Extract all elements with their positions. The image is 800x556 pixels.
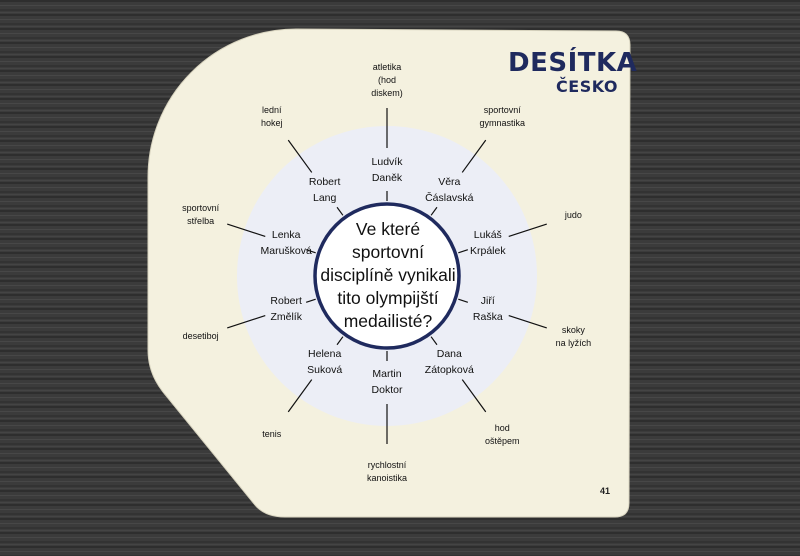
medalist-name-line: Lukáš [473, 229, 502, 242]
spoke-outer [227, 223, 266, 238]
sport-label: sportovní střelba [151, 202, 251, 228]
sport-label-line: atletika [372, 61, 402, 72]
sport-label-line: skoky [561, 324, 585, 335]
sport-label-line: střelba [187, 216, 215, 227]
sport-label: hod oštěpem [452, 422, 552, 448]
spoke-inner [336, 336, 344, 346]
spoke-outer [461, 379, 487, 413]
spoke-outer [508, 223, 547, 238]
medalist-name-line: Věra [438, 176, 461, 189]
spoke-outer [227, 314, 266, 329]
medalist-name-line: Helena [308, 347, 342, 360]
sport-label: rychlostní kanoistika [337, 459, 437, 485]
spoke-outer [508, 314, 547, 329]
sport-label-line: lední [262, 105, 282, 116]
sport-label-line: oštěpem [484, 435, 520, 446]
medalist-name-line: Lenka [271, 229, 301, 242]
spoke-inner [430, 206, 438, 216]
spoke-inner [430, 336, 438, 346]
medalist-name-line: Lang [313, 192, 337, 205]
sport-label-line: kanoistika [366, 473, 408, 483]
question-line: tito olympijští [337, 288, 439, 308]
medalist-name-line: Jiří [480, 294, 495, 307]
medalist-name-line: Krpálek [469, 245, 506, 258]
sport-label-line: desetiboj [182, 331, 219, 342]
question-line: disciplíně vynikali [320, 265, 456, 285]
sport-label: atletika (hod diskem) [337, 61, 437, 100]
brand-title: DESÍTKA [508, 48, 638, 78]
spoke-outer [287, 379, 313, 413]
spokes [227, 108, 547, 444]
sport-label-line: sportovní [483, 105, 521, 116]
sport-label-line: rychlostní [367, 460, 407, 470]
question-line: Ve které [355, 219, 421, 239]
sport-label-line: (hod [377, 74, 396, 85]
question-line: medailisté? [343, 311, 433, 331]
sport-label: sportovní gymnastika [452, 104, 552, 130]
sport-label-line: diskem) [371, 87, 403, 98]
medalist-name-line: Robert [270, 294, 302, 307]
sport-label-line: tenis [262, 429, 282, 440]
spoke-inner [458, 298, 469, 303]
sport-label-line: sportovní [182, 203, 220, 214]
spoke-outer [287, 139, 313, 173]
medalist-name-line: Raška [472, 310, 503, 323]
question-text: Ve které sportovní disciplíně vynikali t… [318, 218, 458, 333]
medalist-name-line: Ludvík [371, 156, 403, 168]
medalist-name-line: Čáslavská [425, 192, 474, 205]
sport-label: judo [523, 209, 623, 222]
medalist-name-line: Marušková [260, 245, 312, 258]
sport-label: lední hokej [222, 104, 322, 130]
spoke-inner [336, 206, 344, 216]
spoke-outer [461, 139, 487, 173]
sport-label-line: hokej [261, 118, 283, 129]
medalist-name-line: Daněk [371, 172, 403, 184]
question-ring [313, 202, 461, 350]
sport-label: tenis [222, 428, 322, 441]
sport-label: skoky na lyžích [523, 324, 623, 350]
spoke-inner [305, 249, 316, 254]
medalist-name-line: Robert [308, 176, 341, 189]
medalist-name-line: Změlík [270, 310, 302, 323]
sport-label: desetiboj [151, 330, 251, 343]
spoke-inner [305, 298, 316, 303]
spoke-inner [458, 249, 469, 254]
question-line: sportovní [352, 242, 424, 262]
brand-subtitle: ČESKO [556, 77, 618, 96]
medalist-name-line: Zátopková [424, 363, 474, 376]
medalist-name-line: Doktor [371, 384, 403, 396]
sport-label-line: judo [564, 209, 582, 220]
page-number: 41 [599, 486, 610, 496]
sport-label-line: na lyžích [555, 337, 592, 348]
medalist-name-line: Martin [372, 368, 402, 380]
sport-label-line: hod [494, 422, 510, 433]
medalist-name-line: Dana [436, 347, 462, 360]
medalist-name-line: Suková [307, 363, 343, 376]
sport-label-line: gymnastika [479, 118, 525, 129]
